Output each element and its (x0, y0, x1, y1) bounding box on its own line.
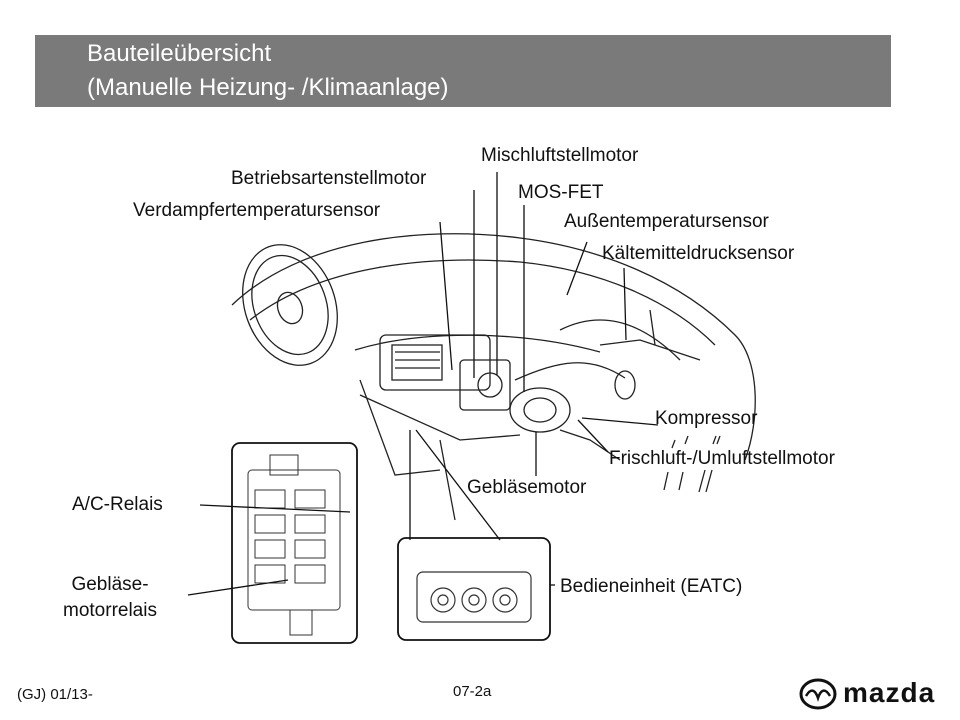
label-geblaese-line1: Gebläse- (71, 574, 149, 595)
label-geblaesemotor: Gebläsemotor (467, 477, 587, 498)
title-bar: Bauteileübersicht (Manuelle Heizung- /Kl… (35, 35, 891, 107)
mazda-wordmark: mazda (843, 677, 936, 708)
hvac-unit (379, 334, 491, 391)
label-mischluftstellmotor: Mischluftstellmotor (481, 145, 639, 166)
slide-title: Bauteileübersicht (87, 40, 272, 67)
blower-housing (509, 387, 571, 433)
label-verdampfertemperatursensor: Verdampfertemperatursensor (133, 200, 381, 221)
footer-code: (GJ) 01/13- (17, 686, 93, 703)
mazda-emblem-icon (799, 678, 837, 710)
label-bedieneinheit: Bedieneinheit (EATC) (560, 576, 743, 597)
mazda-logo: mazda (798, 676, 948, 712)
slide-subtitle: (Manuelle Heizung- /Klimaanlage) (87, 74, 449, 101)
label-geblaese-motorrelais: Gebläse- motorrelais (50, 574, 170, 622)
control-panel-frame (397, 537, 551, 641)
label-betriebsartenstellmotor: Betriebsartenstellmotor (231, 168, 427, 189)
label-kompressor: Kompressor (655, 408, 758, 429)
fuse-box-frame (231, 442, 358, 644)
label-mos-fet: MOS-FET (518, 182, 604, 203)
label-aussentemperatursensor: Außentemperatursensor (564, 211, 769, 232)
label-ac-relais: A/C-Relais (72, 494, 163, 515)
label-kaeltemitteldrucksensor: Kältemitteldrucksensor (602, 243, 795, 264)
steering-wheel (242, 244, 338, 366)
page-number: 07-2a (453, 683, 492, 700)
label-geblaese-line2: motorrelais (63, 600, 157, 621)
label-frischluft-umluftstellmotor: Frischluft-/Umluftstellmotor (609, 448, 835, 469)
dashboard-outline (231, 233, 756, 461)
